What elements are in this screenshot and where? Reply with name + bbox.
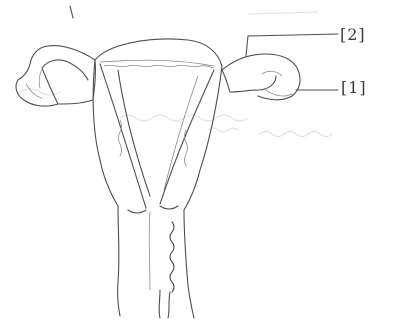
uterus-body [93, 39, 222, 210]
right-tube-and-ovary [222, 54, 300, 100]
leader-line-2 [246, 34, 338, 56]
stray-mark [70, 6, 73, 18]
left-tube-and-ovary [16, 46, 95, 106]
label-2: [2] [340, 25, 366, 44]
bleed-through-writing [20, 12, 332, 137]
label-1: [1] [341, 78, 367, 97]
cervix-and-vagina [118, 206, 194, 318]
